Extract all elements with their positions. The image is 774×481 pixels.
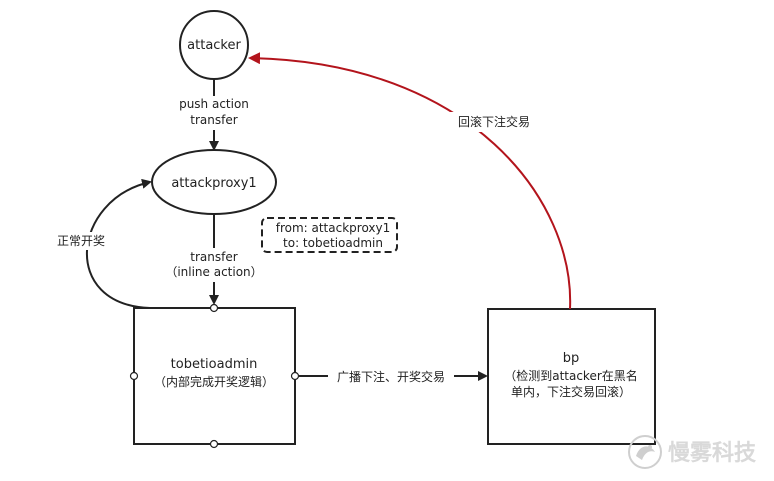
transfer-note: from: attackproxy1 to: tobetioadmin [261, 217, 398, 253]
connector-bottom [209, 439, 219, 449]
edge-label-bg [50, 232, 112, 250]
connector-top [209, 303, 219, 313]
bp-node[interactable]: bp （检测到attacker在黑名 单内，下注交易回滚） [487, 308, 656, 445]
attackproxy1-label: attackproxy1 [171, 176, 256, 191]
note-from: from: attackproxy1 [276, 221, 391, 235]
connector-right [290, 371, 300, 381]
attackproxy1-node[interactable]: attackproxy1 [151, 149, 277, 215]
bp-label: bp [563, 351, 580, 366]
connector-left [129, 371, 139, 381]
watermark-text: 慢雾科技 [668, 440, 757, 466]
edge-label-rollback: 回滚下注交易 [458, 114, 530, 129]
edge-label-inline-action: （inline action） [165, 265, 262, 279]
bp-sublabel-2: 单内，下注交易回滚） [511, 384, 631, 399]
edge-label-normal-draw: 正常开奖 [57, 234, 105, 248]
edge-rollback [248, 52, 572, 310]
edge-label-bg-rollback [448, 112, 540, 132]
bp-sublabel-1: （检测到attacker在黑名 [504, 368, 638, 383]
edge-normal-draw [85, 178, 152, 309]
attacker-label: attacker [187, 38, 241, 53]
edge-label-transfer-1: transfer [190, 113, 237, 127]
edge-label-transfer-2: transfer [190, 250, 237, 264]
tobetioadmin-node[interactable]: tobetioadmin （内部完成开奖逻辑） [129, 303, 300, 449]
edge-label-push-action: push action [179, 97, 249, 111]
attacker-node[interactable]: attacker [179, 10, 249, 80]
tobetioadmin-label: tobetioadmin [171, 357, 258, 372]
note-to: to: tobetioadmin [283, 236, 383, 250]
slowmist-logo-icon [628, 435, 662, 469]
watermark: 慢雾科技 [628, 435, 757, 469]
edge-label-broadcast: 广播下注、开奖交易 [337, 369, 445, 384]
tobetioadmin-sublabel: （内部完成开奖逻辑） [154, 374, 274, 389]
